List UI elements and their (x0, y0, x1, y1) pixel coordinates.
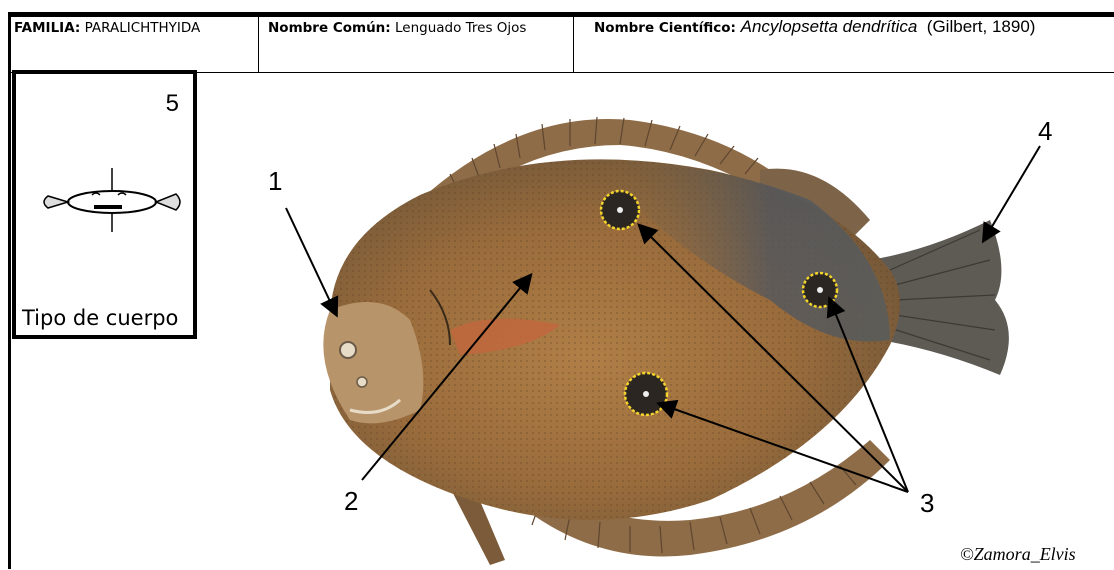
arrow-1 (286, 208, 336, 314)
arrow-3a (640, 226, 908, 492)
callout-2: 2 (344, 486, 358, 517)
arrow-4 (984, 146, 1040, 240)
arrow-3c (660, 404, 908, 492)
callout-3: 3 (920, 488, 934, 519)
callout-4: 4 (1038, 116, 1052, 147)
photo-credit: ©Zamora_Elvis (960, 544, 1076, 565)
arrow-3b (830, 300, 908, 492)
callout-1: 1 (268, 166, 282, 197)
arrow-2 (362, 276, 530, 480)
